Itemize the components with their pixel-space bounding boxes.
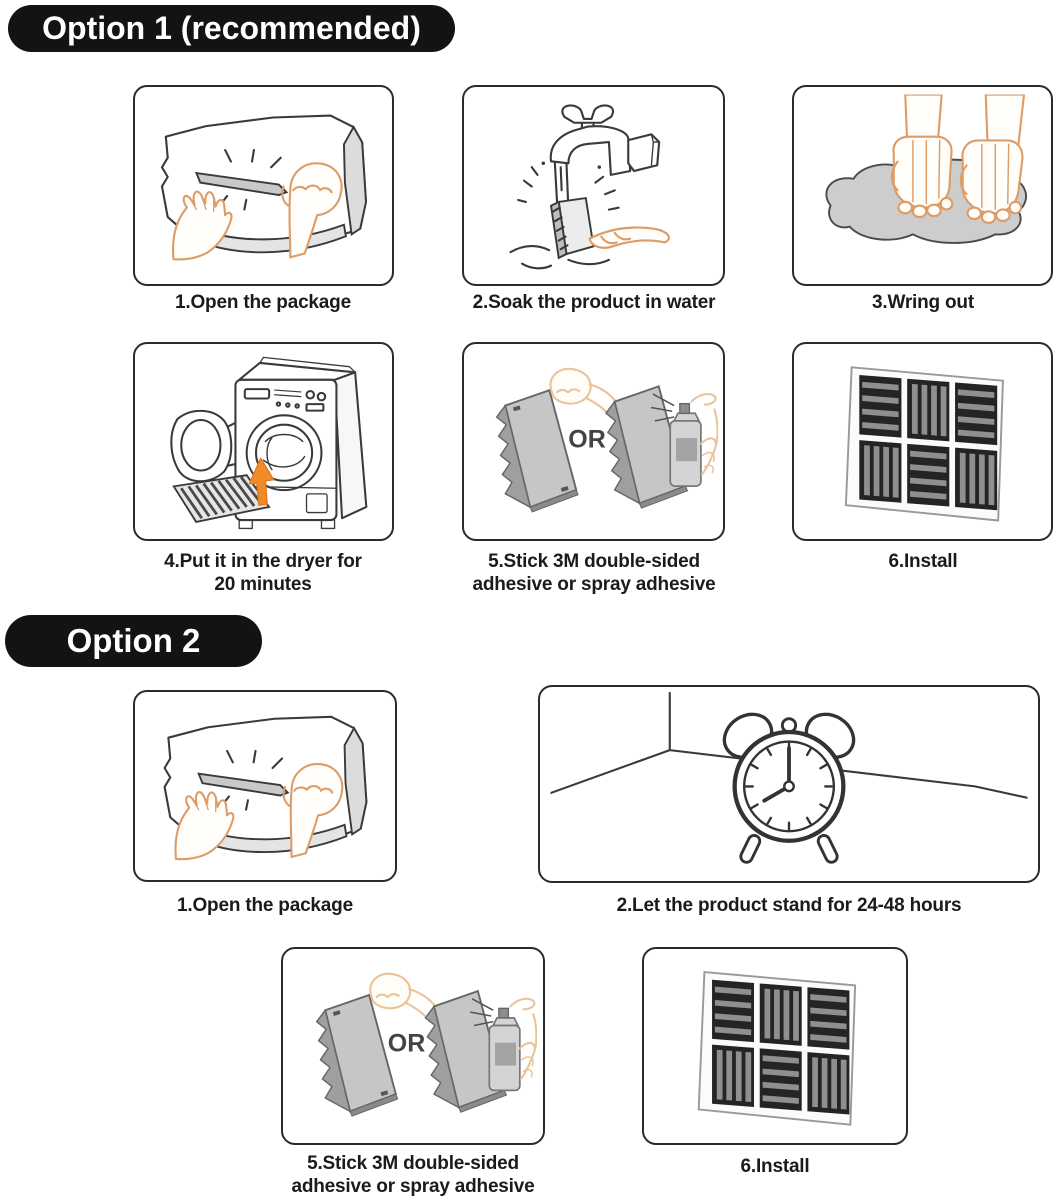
open-package-illustration bbox=[139, 91, 388, 280]
caption-adhesive-2: 5.Stick 3M double-sided adhesive or spra… bbox=[291, 1153, 535, 1197]
step-panel-open-package-2 bbox=[133, 690, 397, 882]
step-panel-install-1 bbox=[792, 342, 1053, 541]
option2-badge: Option 2 bbox=[5, 615, 262, 667]
caption-install-1: 6.Install bbox=[888, 551, 958, 572]
caption-open-package-1: 1.Open the package bbox=[175, 292, 351, 313]
caption-install-2: 6.Install bbox=[740, 1156, 810, 1177]
caption-adhesive-1: 5.Stick 3M double-sided adhesive or spra… bbox=[472, 551, 716, 595]
step-panel-stand bbox=[538, 685, 1040, 883]
step-panel-install-2 bbox=[642, 947, 908, 1145]
step-panel-wring-out bbox=[792, 85, 1053, 286]
caption-open-package-2: 1.Open the package bbox=[177, 895, 353, 916]
step-panel-adhesive-2: OR bbox=[281, 947, 545, 1145]
caption-wring-out: 3.Wring out bbox=[872, 292, 974, 313]
or-label-2: OR bbox=[387, 1029, 426, 1058]
soak-in-water-illustration bbox=[468, 91, 719, 280]
install-foam-illustration bbox=[648, 953, 902, 1139]
step-panel-soak bbox=[462, 85, 725, 286]
step-panel-dryer bbox=[133, 342, 394, 541]
step-panel-open-package-1 bbox=[133, 85, 394, 286]
wring-out-illustration bbox=[798, 91, 1047, 280]
install-foam-illustration bbox=[798, 348, 1047, 535]
step-panel-adhesive-1: OR bbox=[462, 342, 725, 541]
alarm-clock-room-illustration bbox=[544, 691, 1034, 877]
dryer-illustration bbox=[139, 348, 388, 535]
caption-dryer: 4.Put it in the dryer for 20 minutes bbox=[164, 551, 362, 595]
option1-badge: Option 1 (recommended) bbox=[8, 5, 455, 52]
caption-soak: 2.Soak the product in water bbox=[472, 292, 716, 313]
open-package-illustration bbox=[139, 696, 391, 876]
caption-stand: 2.Let the product stand for 24-48 hours bbox=[616, 895, 962, 916]
or-label-1: OR bbox=[568, 425, 606, 454]
